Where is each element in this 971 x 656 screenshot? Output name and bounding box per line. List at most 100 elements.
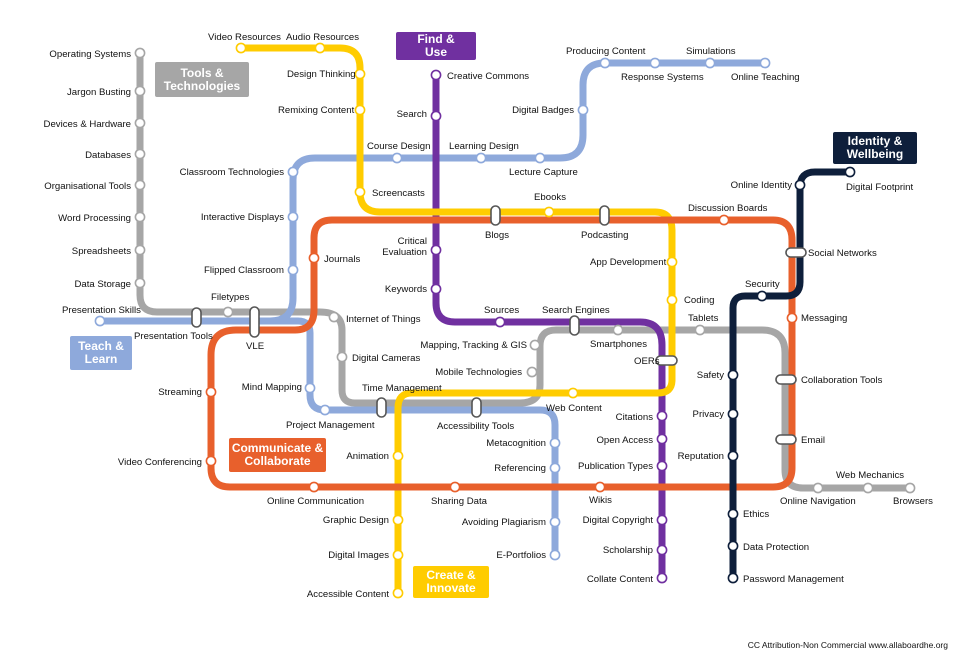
tools-line-badge: Tools &Technologies <box>155 62 249 97</box>
station-e-portfolios <box>549 549 561 561</box>
station-video-resources <box>235 42 247 54</box>
communicate-collaborate-line <box>207 216 796 491</box>
label-mapping-tracking-gis: Mapping, Tracking & GIS <box>420 340 527 351</box>
station-discussion-boards <box>718 214 730 226</box>
label-discussion-boards: Discussion Boards <box>688 203 768 214</box>
label-digital-footprint: Digital Footprint <box>846 182 914 193</box>
label-word-processing: Word Processing <box>58 213 131 224</box>
label-digital-cameras: Digital Cameras <box>352 353 420 364</box>
station-ebooks <box>543 206 555 218</box>
label-accessible-content: Accessible Content <box>307 589 389 600</box>
label-podcasting: Podcasting <box>581 230 628 241</box>
label-publication-types: Publication Types <box>578 461 653 472</box>
label-privacy: Privacy <box>693 409 725 420</box>
label-scholarship: Scholarship <box>603 545 653 556</box>
label-web-mechanics: Web Mechanics <box>836 470 904 481</box>
station-spreadsheets <box>134 244 146 256</box>
interchange-oers <box>655 355 678 366</box>
label-ebooks: Ebooks <box>534 192 566 203</box>
label-social-networks: Social Networks <box>808 248 877 259</box>
label-mind-mapping: Mind Mapping <box>242 382 302 393</box>
label-online-teaching: Online Teaching <box>731 72 800 83</box>
station-privacy <box>727 408 739 420</box>
label-web-content: Web Content <box>546 403 602 414</box>
label-remixing-content: Remixing Content <box>278 105 355 116</box>
station-design-thinking <box>354 68 366 80</box>
station-learning-design <box>475 152 487 164</box>
station-remixing-content <box>354 104 366 116</box>
station-tablets <box>694 324 706 336</box>
station-simulations <box>704 57 716 69</box>
station-safety <box>727 369 739 381</box>
label-lecture-capture: Lecture Capture <box>509 167 578 178</box>
station-data-storage <box>134 277 146 289</box>
label-internet-of-things: Internet of Things <box>346 314 421 325</box>
station-mapping-tracking-gis <box>529 339 541 351</box>
label-vle: VLE <box>246 341 264 352</box>
label-screencasts: Screencasts <box>372 188 425 199</box>
station-graphic-design <box>392 514 404 526</box>
label-app-development: App Development <box>590 257 667 268</box>
label-wikis: Wikis <box>589 495 612 506</box>
label-search: Search <box>397 109 427 120</box>
interchange-presentation-tools <box>191 307 202 328</box>
label-spreadsheets: Spreadsheets <box>72 246 131 257</box>
identity-wellbeing-line <box>729 168 854 582</box>
label-data-storage: Data Storage <box>74 279 131 290</box>
station-digital-badges <box>577 104 589 116</box>
label-security: Security <box>745 279 780 290</box>
station-avoiding-plagiarism <box>549 516 561 528</box>
station-digital-images <box>392 549 404 561</box>
station-password-management <box>727 572 739 584</box>
label-mobile-technologies: Mobile Technologies <box>435 367 522 378</box>
station-publication-types <box>656 460 668 472</box>
station-sharing-data <box>449 481 461 493</box>
station-video-conferencing <box>205 455 217 467</box>
label-jargon-busting: Jargon Busting <box>67 87 131 98</box>
station-organisational-tools <box>134 179 146 191</box>
station-response-systems <box>649 57 661 69</box>
label-safety: Safety <box>697 370 724 381</box>
interchange-email <box>775 434 797 445</box>
label-email: Email <box>801 435 825 446</box>
station-jargon-busting <box>134 85 146 97</box>
station-databases <box>134 148 146 160</box>
label-journals: Journals <box>324 254 360 265</box>
label-metacognition: Metacognition <box>486 438 546 449</box>
station-creative-commons <box>430 69 442 81</box>
station-collate-content <box>656 572 668 584</box>
label-time-management: Time Management <box>362 383 442 394</box>
station-smartphones <box>612 324 624 336</box>
station-devices-hardware <box>134 117 146 129</box>
label-sharing-data: Sharing Data <box>431 496 488 507</box>
station-producing-content <box>599 57 611 69</box>
label-coding: Coding <box>684 295 714 306</box>
label-oers: OERs <box>634 356 660 367</box>
interchange-podcasting <box>599 205 610 226</box>
station-project-management <box>319 404 331 416</box>
station-lecture-capture <box>534 152 546 164</box>
station-referencing <box>549 462 561 474</box>
label-online-communication: Online Communication <box>267 496 364 507</box>
label-collaboration-tools: Collaboration Tools <box>801 375 883 386</box>
station-interactive-displays <box>287 211 299 223</box>
label-devices-hardware: Devices & Hardware <box>44 119 131 130</box>
label-online-identity: Online Identity <box>731 180 793 191</box>
interchange-time-management <box>376 397 387 418</box>
interchange-accessibility-tools <box>471 397 482 418</box>
label-classroom-technologies: Classroom Technologies <box>180 167 285 178</box>
label-digital-copyright: Digital Copyright <box>583 515 654 526</box>
label-video-resources: Video Resources <box>208 32 281 43</box>
label-databases: Databases <box>85 150 131 161</box>
label-presentation-skills: Presentation Skills <box>62 305 141 316</box>
station-streaming <box>205 386 217 398</box>
station-security <box>756 290 768 302</box>
station-online-navigation <box>812 482 824 494</box>
station-operating-systems <box>134 47 146 59</box>
station-online-communication <box>308 481 320 493</box>
station-screencasts <box>354 186 366 198</box>
label-learning-design: Learning Design <box>449 141 519 152</box>
station-data-protection <box>727 540 739 552</box>
station-reputation <box>727 450 739 462</box>
label-flipped-classroom: Flipped Classroom <box>204 265 284 276</box>
